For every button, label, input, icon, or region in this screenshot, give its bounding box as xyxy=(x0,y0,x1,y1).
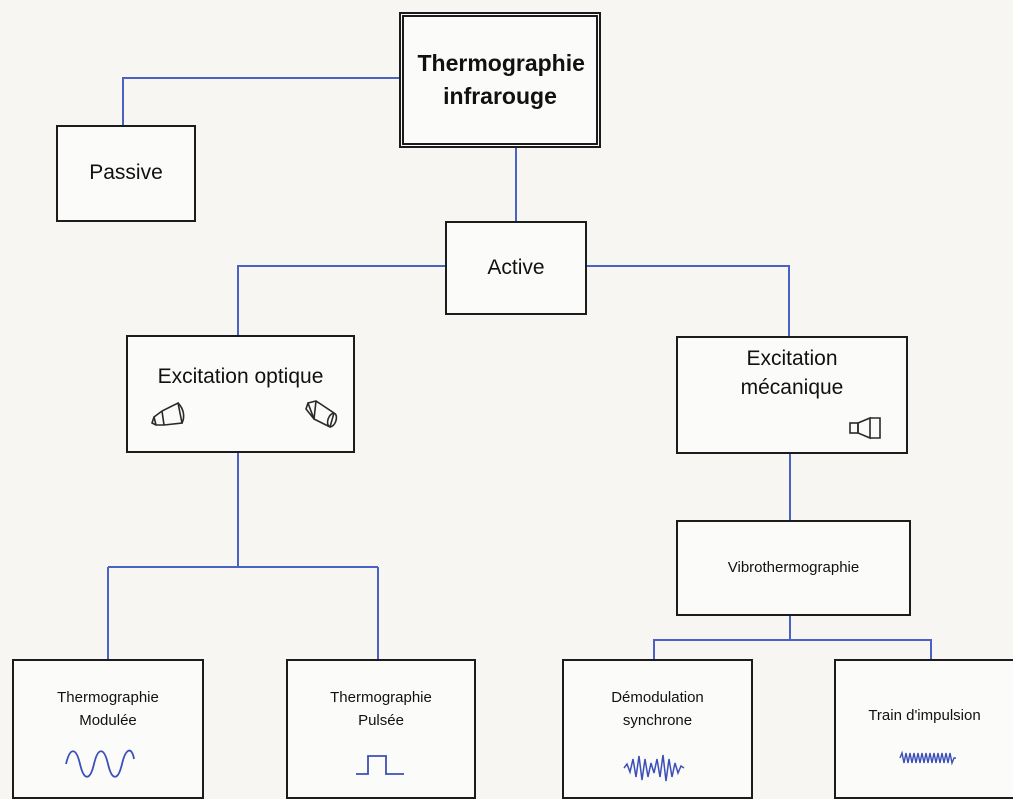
leaf-label: Démodulation synchrone xyxy=(611,689,704,729)
leaf-label: Thermographie Pulsée xyxy=(330,689,432,729)
leaf-train-impulsion: Train d'impulsion xyxy=(834,659,1013,799)
vibro-label: Vibrothermographie xyxy=(727,558,860,576)
connector-vibro-leaves xyxy=(653,639,932,659)
optical-label: Excitation optique xyxy=(157,365,324,388)
leaf-label: Thermographie Modulée xyxy=(57,689,159,729)
node-excitation-optique: Excitation optique xyxy=(126,335,355,453)
node-passive: Passive xyxy=(56,125,196,222)
mechanical-label: Excitation mécanique xyxy=(740,347,844,400)
modulated-burst-icon xyxy=(623,754,685,782)
square-pulse-icon xyxy=(356,755,404,775)
node-thermographie-infrarouge: Thermographie infrarouge xyxy=(399,12,601,148)
leaf-demodulation-synchrone: Démodulation synchrone xyxy=(562,659,753,799)
node-vibrothermographie: Vibrothermographie xyxy=(676,520,911,616)
passive-label: Passive xyxy=(89,161,163,185)
connector-active-optical xyxy=(237,265,445,335)
leaf-label: Train d'impulsion xyxy=(868,707,981,724)
leaf-thermographie-pulsee: Thermographie Pulsée xyxy=(286,659,476,799)
leaf-thermographie-modulee: Thermographie Modulée xyxy=(12,659,204,799)
connector-root-passive xyxy=(122,77,399,125)
pulse-train-icon xyxy=(899,750,956,766)
speaker-icon xyxy=(849,416,881,440)
node-active: Active xyxy=(445,221,587,315)
active-label: Active xyxy=(487,255,545,279)
root-label: Thermographie infrarouge xyxy=(417,49,585,109)
connector-active-mechanical xyxy=(587,265,790,336)
lamp-icon xyxy=(305,400,338,429)
node-excitation-mecanique: Excitation mécanique xyxy=(676,336,908,454)
lamp-icon xyxy=(151,401,185,426)
sine-wave-icon xyxy=(65,749,135,778)
